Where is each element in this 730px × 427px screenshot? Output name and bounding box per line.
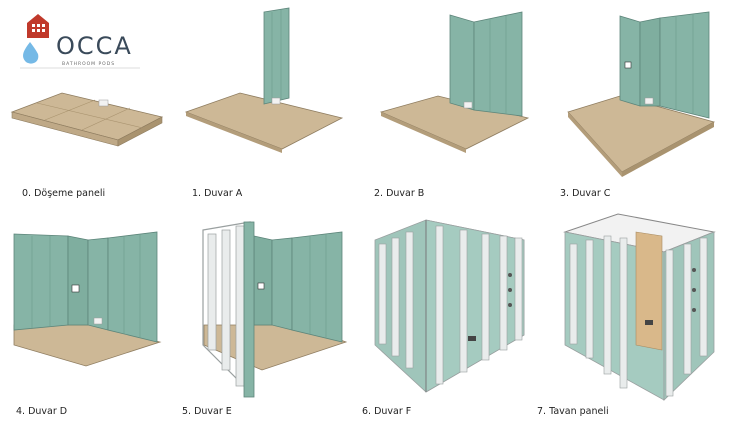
step-6-wall-f [374, 219, 525, 393]
step-7-ceiling-panel [563, 213, 716, 401]
step-label-3: 3. Duvar C [560, 188, 611, 199]
step-3-wall-c [567, 11, 716, 177]
step-0-floor-panel [10, 92, 164, 147]
step-1-wall-a [184, 7, 344, 153]
step-2-wall-b [379, 11, 530, 153]
step-5-wall-e [202, 221, 348, 398]
brand-tagline: BATHROOM PODS [62, 62, 116, 67]
brand-name: OCCA [56, 32, 133, 60]
step-label-2: 2. Duvar B [374, 188, 425, 199]
step-label-6: 6. Duvar F [362, 406, 412, 417]
step-label-4: 4. Duvar D [16, 406, 68, 417]
step-label-5: 5. Duvar E [182, 406, 232, 417]
step-4-wall-d [13, 231, 162, 367]
logo-mark-icon [20, 14, 140, 69]
step-label-1: 1. Duvar A [192, 188, 243, 199]
step-label-7: 7. Tavan paneli [537, 406, 609, 417]
step-label-0: 0. Döşeme paneli [22, 188, 106, 199]
brand-logo: OCCA BATHROOM PODS [18, 10, 148, 74]
